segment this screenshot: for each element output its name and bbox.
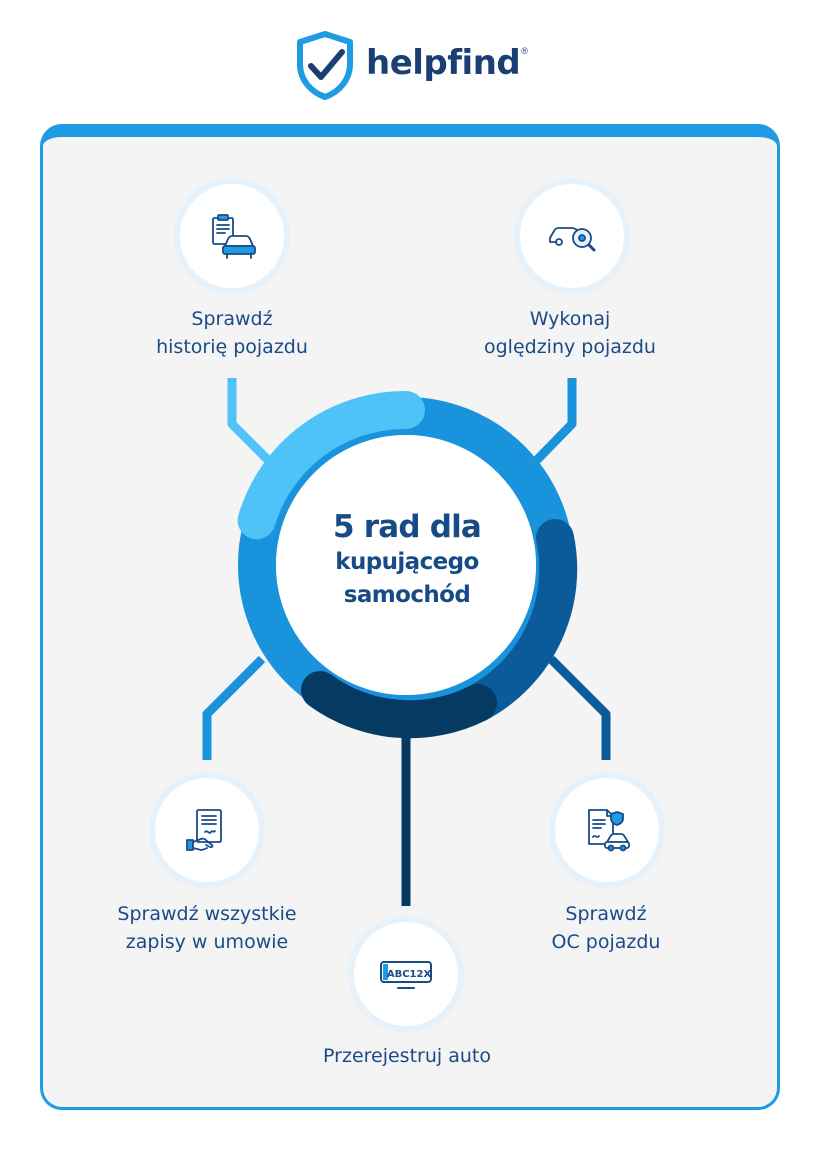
step-3-label-line-2: zapisy w umowie — [125, 931, 289, 953]
shield-check-icon — [297, 31, 353, 100]
center-title-line-2: kupującego — [335, 549, 479, 575]
center-title-line-3: samochód — [343, 582, 471, 608]
brand-logo: helpfind ® — [294, 30, 528, 100]
step-1-label-line-2: historię pojazdu — [156, 336, 308, 358]
license-plate-icon: ABC12X — [380, 961, 432, 989]
step-2-icon-badge — [520, 184, 624, 288]
step-5-icon-badge — [555, 778, 659, 882]
registered-mark: ® — [521, 46, 528, 56]
connector-step-3 — [202, 655, 266, 760]
step-4-label: Przerejestruj auto — [282, 1042, 532, 1070]
step-5-label-line-2: OC pojazdu — [551, 931, 661, 953]
step-1-label-line-1: Sprawdź — [191, 308, 273, 330]
ring-segment-dark — [459, 519, 578, 722]
connector-step-2 — [529, 378, 577, 468]
step-4-label-line-1: Przerejestruj auto — [323, 1045, 491, 1067]
brand-name: helpfind — [366, 43, 521, 83]
step-2-label-line-2: oględziny pojazdu — [484, 336, 656, 358]
step-1-label: Sprawdź historię pojazdu — [132, 305, 332, 361]
car-magnifier-icon — [549, 227, 596, 252]
connector-step-5 — [547, 655, 611, 760]
ring-segment-light — [237, 390, 425, 540]
step-4-icon-badge: ABC12X — [354, 922, 458, 1026]
insurance-document-car-icon — [588, 809, 630, 852]
center-title-line-1: 5 rad dla — [332, 509, 482, 545]
step-5-label-line-1: Sprawdź — [565, 903, 647, 925]
connector-step-1 — [227, 378, 276, 468]
center-title: 5 rad dla kupującego samochód — [280, 508, 534, 612]
step-3-label: Sprawdź wszystkie zapisy w umowie — [82, 900, 332, 956]
ring-inner — [276, 435, 536, 695]
contract-handshake-icon — [186, 809, 222, 851]
step-3-icon-badge — [155, 778, 259, 882]
step-3-label-line-1: Sprawdź wszystkie — [117, 903, 297, 925]
step-2-label-line-1: Wykonaj — [529, 308, 611, 330]
step-5-label: Sprawdź OC pojazdu — [506, 900, 706, 956]
step-1-icon-badge — [180, 184, 284, 288]
clipboard-car-icon — [212, 214, 256, 259]
ring-segment-darkest — [301, 671, 497, 739]
step-2-label: Wykonaj oględziny pojazdu — [470, 305, 670, 361]
license-plate-text: ABC12X — [387, 969, 432, 980]
